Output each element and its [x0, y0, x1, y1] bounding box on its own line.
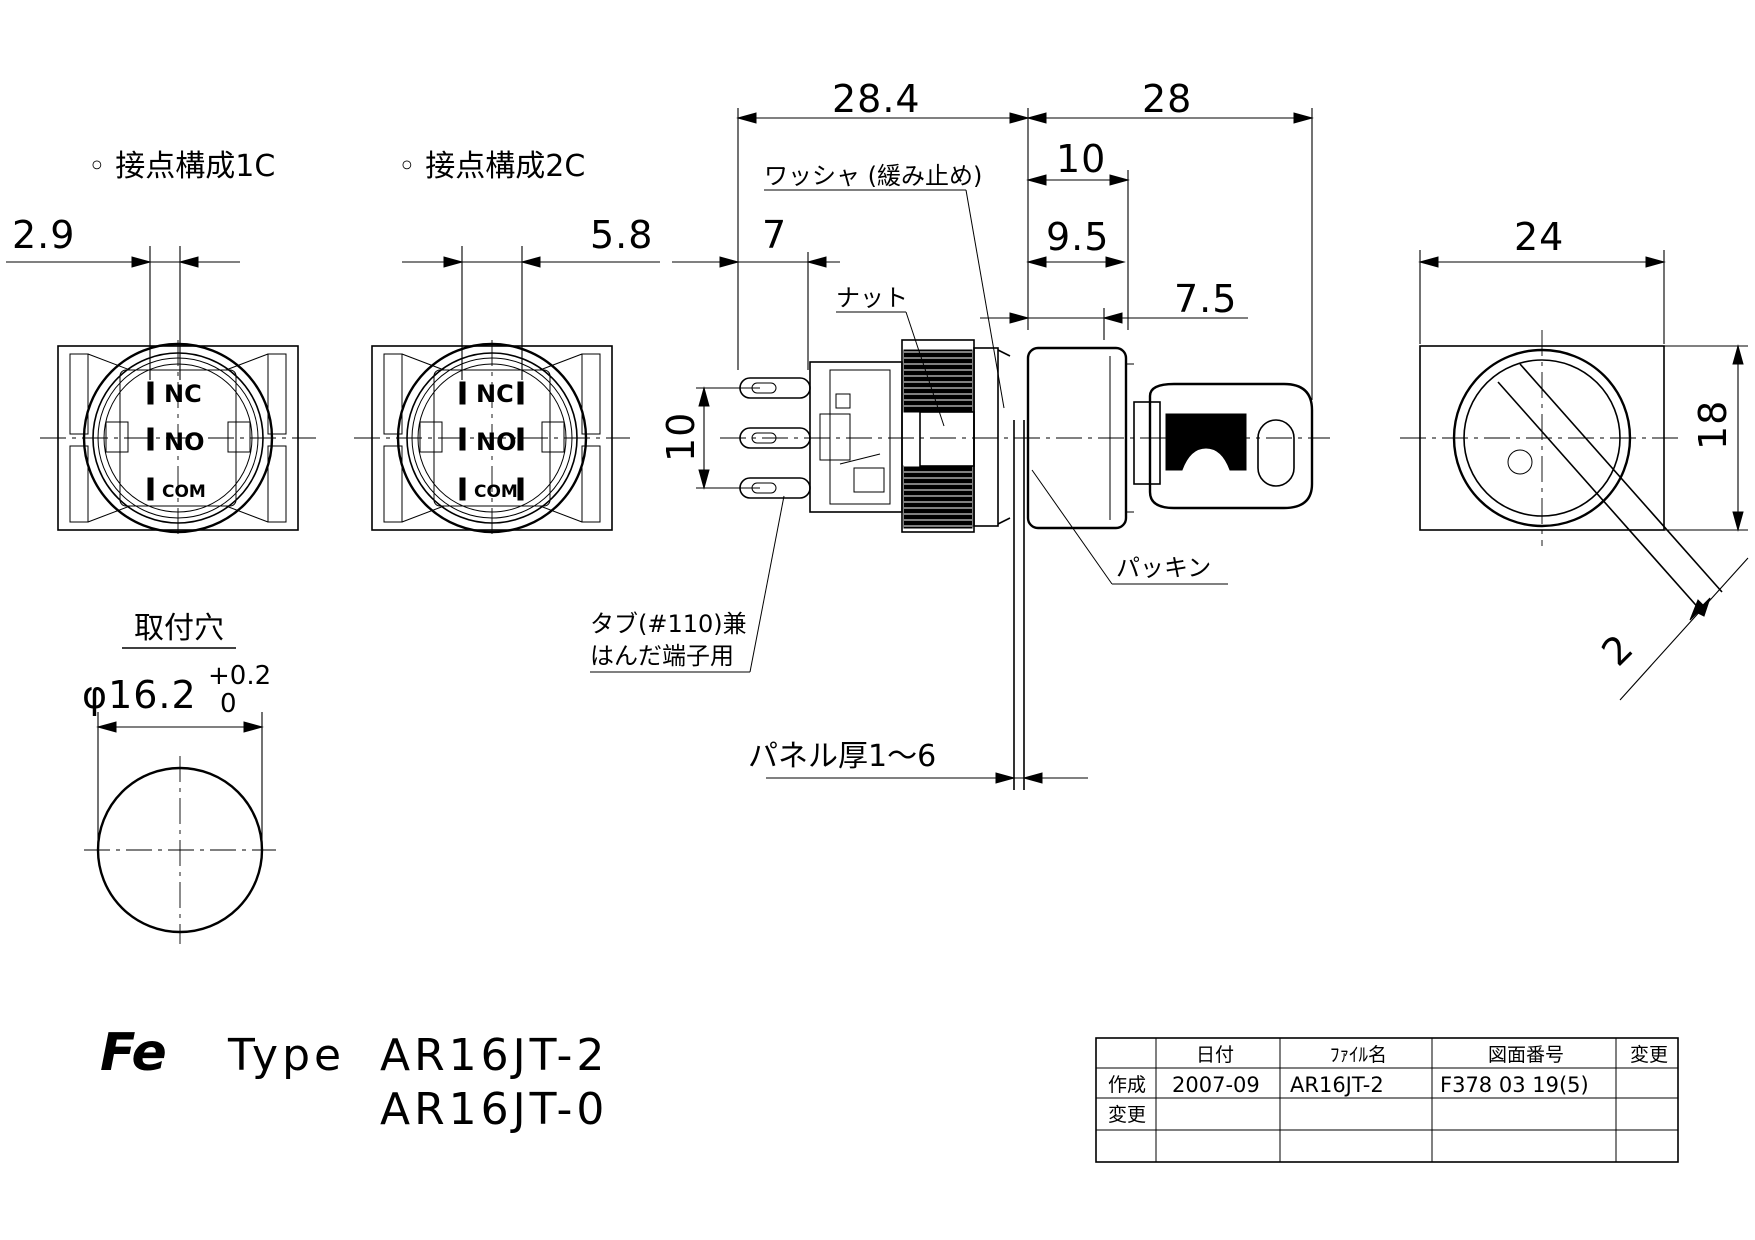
- mounting-hole-tol-lower: 0: [220, 689, 237, 719]
- dim-overall-right: 28: [1142, 77, 1192, 121]
- label-tab-line1: タブ(#110)兼: [590, 610, 747, 638]
- mounting-hole-title: 取付穴: [134, 611, 224, 646]
- contact-config-2c-title: ◦ 接点構成2C: [398, 149, 585, 184]
- label-washer: ワッシャ (緩み止め): [764, 162, 982, 190]
- table-header-drawing-no: 図面番号: [1488, 1044, 1564, 1066]
- dim-7-5: 7.5: [1174, 277, 1237, 321]
- label-nut: ナット: [836, 284, 908, 312]
- terminal-label-com-2c: COM: [474, 482, 518, 502]
- title-table: 日付 ﾌｧｲﾙ名 図面番号 変更 作成 2007-09 AR16JT-2 F37…: [1095, 1037, 1679, 1163]
- table-header-date: 日付: [1196, 1044, 1234, 1066]
- model-name-2: AR16JT-0: [380, 1084, 608, 1135]
- dim-1c-spacing: 2.9: [12, 213, 75, 257]
- dim-front-height: 18: [1691, 400, 1735, 450]
- nut-knurl: [903, 349, 973, 529]
- label-packing: パッキン: [1116, 554, 1211, 582]
- type-block: Fe Type AR16JT-2 AR16JT-0: [100, 1023, 608, 1135]
- mounting-hole-view: 取付穴 φ16.2 +0.2 0: [82, 611, 276, 944]
- table-header-filename: ﾌｧｲﾙ名: [1330, 1044, 1387, 1066]
- table-row-created-drawing-no: F378 03 19(5): [1440, 1073, 1589, 1097]
- terminal-label-nc-1c: NC: [164, 380, 202, 408]
- terminal-label-nc-2c: NC: [476, 380, 514, 408]
- table-row-changed-label: 変更: [1108, 1104, 1146, 1126]
- terminal-label-no-2c: NO: [476, 428, 517, 456]
- front-view: 24 18 2: [1400, 215, 1749, 701]
- dim-7: 7: [762, 213, 787, 257]
- side-view: 28.4 28 10 9.5 7 7.5 10: [590, 77, 1330, 790]
- model-name-1: AR16JT-2: [380, 1030, 608, 1081]
- dim-overall-left: 28.4: [832, 77, 921, 121]
- dim-2c-spacing: 5.8: [590, 213, 653, 257]
- dim-10-top: 10: [1056, 137, 1106, 181]
- label-panel-thickness: パネル厚1～6: [748, 739, 936, 774]
- dim-front-key: 2: [1593, 625, 1642, 674]
- dim-front-width: 24: [1514, 215, 1564, 259]
- table-row-created-date: 2007-09: [1172, 1073, 1260, 1097]
- brand-logo: Fe: [100, 1023, 167, 1083]
- type-prefix: Type: [227, 1030, 345, 1081]
- terminal-label-com-1c: COM: [162, 482, 206, 502]
- dim-10-vertical: 10: [659, 412, 703, 462]
- terminal-label-no-1c: NO: [164, 428, 205, 456]
- table-row-created-label: 作成: [1108, 1074, 1146, 1096]
- contact-config-1c-view: ◦ 接点構成1C 2.9 NC NO COM: [6, 149, 316, 540]
- mounting-hole-tol-upper: +0.2: [208, 661, 271, 691]
- contact-config-1c-title: ◦ 接点構成1C: [88, 149, 275, 184]
- contact-config-2c-view: ◦ 接点構成2C 5.8 NC NO COM: [354, 149, 660, 540]
- table-header-revision: 変更: [1630, 1044, 1668, 1066]
- table-row-created-filename: AR16JT-2: [1290, 1073, 1384, 1097]
- mounting-hole-diameter: φ16.2: [82, 673, 197, 717]
- dim-9-5: 9.5: [1046, 215, 1109, 259]
- label-tab-line2: はんだ端子用: [590, 642, 734, 670]
